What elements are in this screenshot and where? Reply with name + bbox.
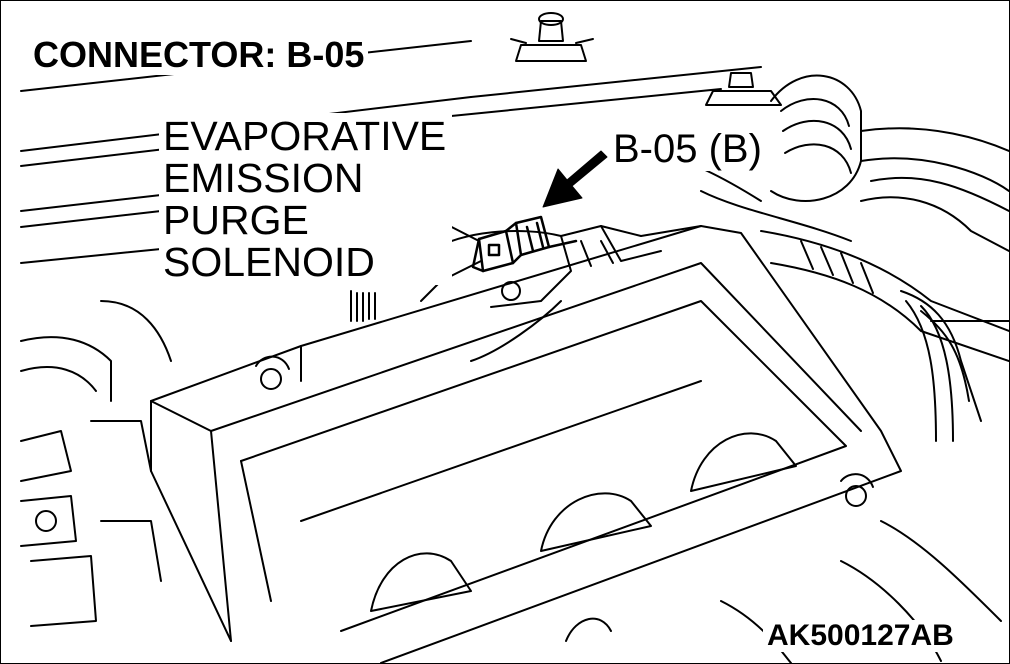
- purge-solenoid-part: [471, 215, 578, 273]
- component-label-line: PURGE: [163, 197, 309, 243]
- component-label-line: EVAPORATIVE: [163, 113, 447, 159]
- component-label-line: SOLENOID: [163, 239, 375, 285]
- connector-callout: B-05 (B): [609, 127, 766, 171]
- left-bracket: [20, 300, 172, 627]
- top-bolt: [510, 12, 594, 62]
- component-label: EVAPORATIVE EMISSION PURGE SOLENOID: [159, 113, 453, 285]
- small-nut: [705, 72, 782, 106]
- engine-cover: [150, 225, 1002, 663]
- right-hoses: [760, 176, 1009, 442]
- component-label-line: EMISSION: [163, 155, 364, 201]
- figure-code: AK500127AB: [763, 620, 958, 652]
- diagram-title: CONNECTOR: B-05: [29, 35, 369, 75]
- connector-arrow-icon: [542, 150, 608, 208]
